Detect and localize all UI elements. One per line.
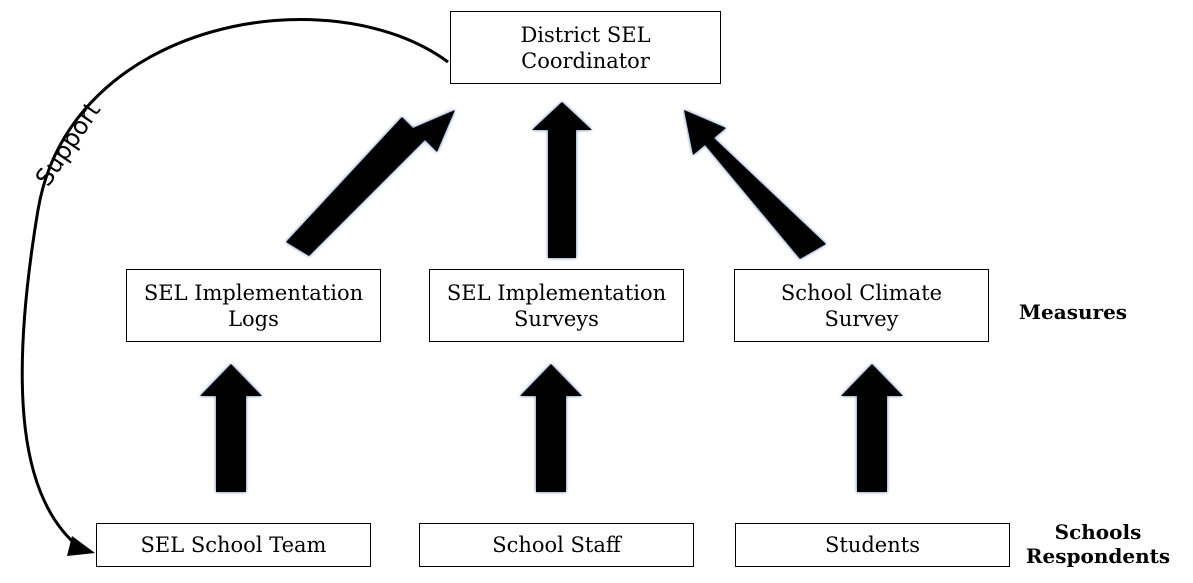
district-sel-coordinator-box: District SEL Coordinator: [450, 11, 721, 84]
logs-line2: Logs: [228, 306, 279, 331]
coordinator-line1: District SEL: [520, 22, 651, 47]
arrow-climate-to-coordinator: [684, 110, 826, 259]
team-label: SEL School Team: [140, 533, 327, 557]
schools-respondents-line2: Respondents: [1025, 544, 1171, 568]
sel-school-team-box: SEL School Team: [96, 523, 371, 567]
arrow-logs-to-coordinator: [286, 110, 455, 256]
arrow-team-to-logs: [200, 364, 262, 492]
surveys-line1: SEL Implementation: [446, 280, 667, 305]
school-staff-box: School Staff: [419, 523, 694, 567]
arrow-staff-to-surveys: [520, 364, 582, 492]
coordinator-line2: Coordinator: [521, 48, 650, 73]
logs-line1: SEL Implementation: [143, 280, 364, 305]
arrow-students-to-climate: [841, 364, 903, 492]
surveys-line2: Surveys: [514, 306, 599, 331]
support-arrowhead: [67, 536, 95, 556]
sel-implementation-logs-box: SEL Implementation Logs: [126, 269, 381, 342]
staff-label: School Staff: [492, 533, 621, 557]
schools-respondents-line1: Schools: [1054, 520, 1142, 544]
students-box: Students: [735, 523, 1010, 567]
schools-respondents-label: Schools Respondents: [1012, 520, 1184, 568]
arrow-surveys-to-coordinator: [532, 102, 592, 258]
climate-line2: Survey: [824, 306, 899, 331]
students-label: Students: [825, 533, 920, 557]
measures-label: Measures: [1018, 300, 1128, 324]
support-curve: [20, 17, 449, 550]
climate-line1: School Climate: [780, 280, 943, 305]
sel-implementation-surveys-box: SEL Implementation Surveys: [429, 269, 684, 342]
school-climate-survey-box: School Climate Survey: [734, 269, 989, 342]
